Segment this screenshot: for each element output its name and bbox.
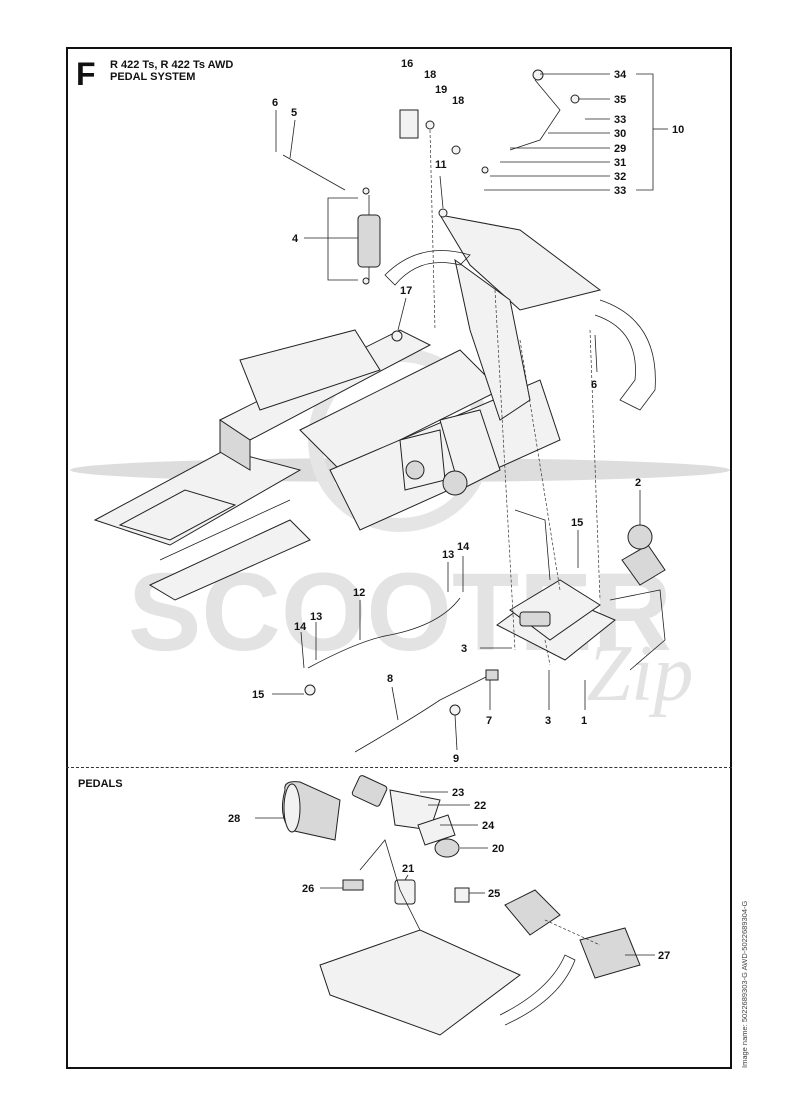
callout-15: 15 — [571, 517, 583, 529]
callout-18: 18 — [424, 69, 436, 81]
callout-21: 21 — [402, 863, 414, 875]
callout-30: 30 — [614, 128, 626, 140]
callout-23: 23 — [452, 787, 464, 799]
callout-3: 3 — [461, 643, 467, 655]
rod-and-shock — [282, 154, 381, 285]
callout-32: 32 — [614, 171, 626, 183]
callout-13: 13 — [442, 549, 454, 561]
callout-28: 28 — [228, 813, 240, 825]
section-divider — [66, 767, 732, 768]
callout-26: 26 — [302, 883, 314, 895]
system-name: PEDAL SYSTEM — [110, 71, 196, 83]
callout-6b: 6 — [591, 379, 597, 391]
callout-33: 33 — [614, 114, 626, 126]
callout-13b: 13 — [310, 611, 322, 623]
section-letter: F — [76, 56, 96, 92]
callout-7: 7 — [486, 715, 492, 727]
pedals-parts — [281, 775, 641, 1036]
callout-22: 22 — [474, 800, 486, 812]
callout-2: 2 — [635, 477, 641, 489]
callout-15b: 15 — [252, 689, 264, 701]
callout-11: 11 — [435, 159, 447, 171]
callout-31: 31 — [614, 157, 626, 169]
callout-34: 34 — [614, 69, 627, 81]
cables — [304, 597, 499, 753]
callout-8: 8 — [387, 673, 393, 685]
callout-29: 29 — [614, 143, 626, 155]
callouts-lower: 23 22 28 24 20 21 26 25 27 — [228, 787, 670, 962]
callout-5: 5 — [291, 107, 297, 119]
callout-9: 9 — [453, 753, 459, 765]
callout-33b: 33 — [614, 185, 626, 197]
callout-12: 12 — [353, 587, 365, 599]
leader-lines — [255, 73, 668, 956]
model-line: R 422 Ts, R 422 Ts AWD — [110, 59, 234, 71]
callout-25: 25 — [488, 888, 500, 900]
pedal-assembly — [496, 509, 666, 671]
callout-16: 16 — [401, 58, 413, 70]
callout-24: 24 — [482, 820, 495, 832]
callout-1: 1 — [581, 715, 587, 727]
callout-35: 35 — [614, 94, 626, 106]
callout-27: 27 — [658, 950, 670, 962]
callout-20: 20 — [492, 843, 504, 855]
watermark-script: Zip — [587, 630, 694, 718]
callout-19: 19 — [435, 84, 447, 96]
drawing-frame — [66, 47, 732, 1069]
bracket-group — [391, 69, 580, 342]
pedals-heading: PEDALS — [78, 778, 123, 790]
guide-lines — [429, 129, 601, 666]
callout-14: 14 — [457, 541, 470, 553]
callout-4: 4 — [292, 233, 299, 245]
chassis-frame — [93, 214, 656, 601]
callout-6: 6 — [272, 97, 278, 109]
callout-18b: 18 — [452, 95, 464, 107]
callout-10: 10 — [672, 124, 684, 136]
callout-3b: 3 — [545, 715, 551, 727]
callout-17: 17 — [400, 285, 412, 297]
callout-14b: 14 — [294, 621, 307, 633]
callouts-upper: 34 35 33 30 29 31 32 33 10 16 18 19 18 6… — [252, 58, 684, 765]
